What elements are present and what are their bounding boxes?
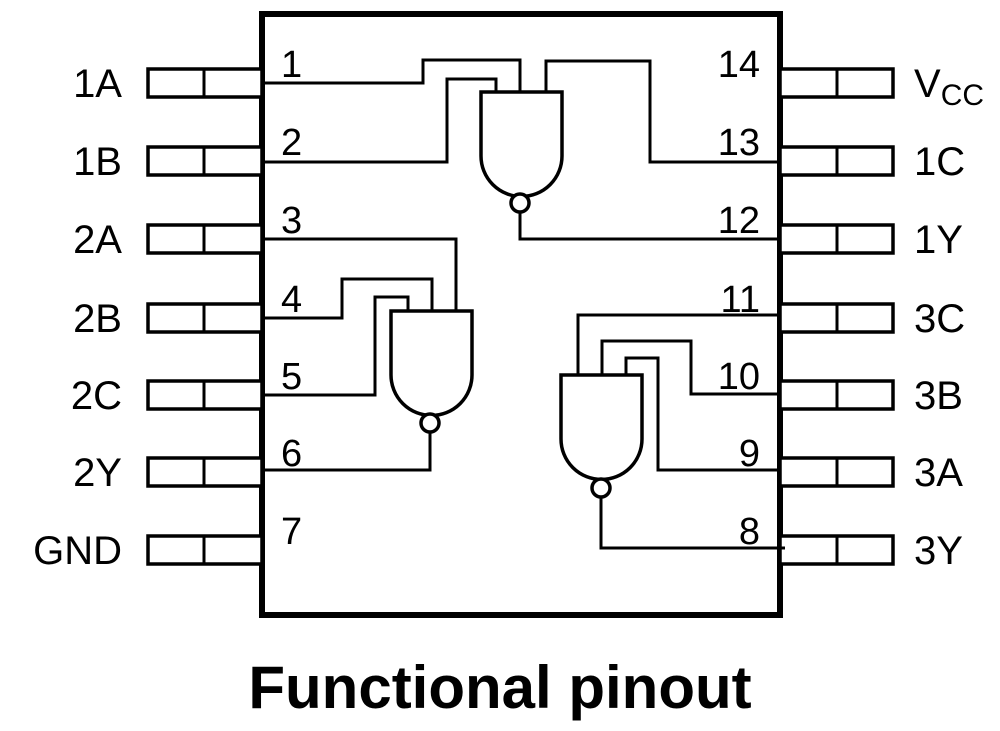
wire-pin4-2B bbox=[262, 277, 434, 320]
pin-13-name: 1C bbox=[914, 140, 965, 184]
nand-gate-1 bbox=[479, 90, 564, 214]
wire-pin11-3C bbox=[576, 313, 780, 375]
pin-4-name: 2B bbox=[73, 297, 122, 341]
pin-1-number: 1 bbox=[281, 44, 302, 86]
nand-gate-3-body bbox=[559, 373, 644, 482]
pin-2-name: 1B bbox=[73, 140, 122, 184]
nand-gate-1-body bbox=[479, 90, 564, 199]
wire-pin9-3A bbox=[624, 356, 780, 472]
pin-5: 2C 5 bbox=[71, 356, 302, 418]
nand-gate-3-bubble bbox=[590, 477, 612, 499]
pin-3-number: 3 bbox=[281, 200, 302, 242]
pin-3: 2A 3 bbox=[73, 200, 302, 262]
pin-12-name: 1Y bbox=[914, 218, 963, 262]
pin-11-name: 3C bbox=[914, 297, 965, 341]
wire-pin3-2A bbox=[262, 237, 458, 311]
pin-10: 3B 10 bbox=[718, 356, 963, 418]
diagram-title: Functional pinout bbox=[248, 654, 751, 721]
pin-2-number: 2 bbox=[281, 122, 302, 164]
pin-10-name: 3B bbox=[914, 374, 963, 418]
pin-6: 2Y 6 bbox=[73, 433, 302, 495]
pin-6-number: 6 bbox=[281, 433, 302, 475]
pin-8-number: 8 bbox=[739, 511, 760, 553]
pin-8-name: 3Y bbox=[914, 529, 963, 573]
nand-gate-2-bubble bbox=[419, 412, 441, 434]
nand-gate-2 bbox=[389, 309, 474, 434]
pin-9: 3A 9 bbox=[739, 433, 963, 495]
wire-pin12-1Y bbox=[518, 212, 780, 241]
nand-gate-3 bbox=[559, 373, 644, 499]
pin-9-name: 3A bbox=[914, 451, 963, 495]
pin-7-number: 7 bbox=[281, 511, 302, 553]
pin-4-number: 4 bbox=[281, 279, 302, 321]
pin-2: 1B 2 bbox=[73, 122, 302, 184]
pin-1-name: 1A bbox=[73, 62, 122, 106]
pin-14-name-subscript: CC bbox=[941, 79, 984, 112]
pin-14-number: 14 bbox=[718, 44, 760, 86]
pin-8: 3Y 8 bbox=[739, 511, 963, 573]
pin-1: 1A 1 bbox=[73, 44, 302, 106]
pin-7: GND 7 bbox=[33, 511, 302, 573]
pin-5-name: 2C bbox=[71, 374, 122, 418]
pin-5-number: 5 bbox=[281, 356, 302, 398]
wire-pin10-3B bbox=[600, 339, 780, 396]
nand-gate-2-body bbox=[389, 309, 474, 418]
pin-6-name: 2Y bbox=[73, 451, 122, 495]
wire-pin2-1B bbox=[262, 77, 498, 164]
wire-pin13-1C bbox=[544, 59, 780, 164]
internal-wiring bbox=[262, 58, 785, 550]
wire-pin6-2Y bbox=[262, 431, 432, 472]
pin-14-name: VCC bbox=[914, 62, 984, 112]
wire-pin1-1A bbox=[262, 58, 522, 92]
pin-12-number: 12 bbox=[718, 200, 760, 242]
pin-10-number: 10 bbox=[718, 356, 760, 398]
pin-13-number: 13 bbox=[718, 122, 760, 164]
pin-9-number: 9 bbox=[739, 433, 760, 475]
pin-7-name: GND bbox=[33, 529, 122, 573]
wire-pin5-2C bbox=[262, 295, 410, 397]
nand-gate-1-bubble bbox=[509, 192, 531, 214]
pin-3-name: 2A bbox=[73, 218, 122, 262]
wire-pin8-3Y bbox=[599, 497, 785, 550]
